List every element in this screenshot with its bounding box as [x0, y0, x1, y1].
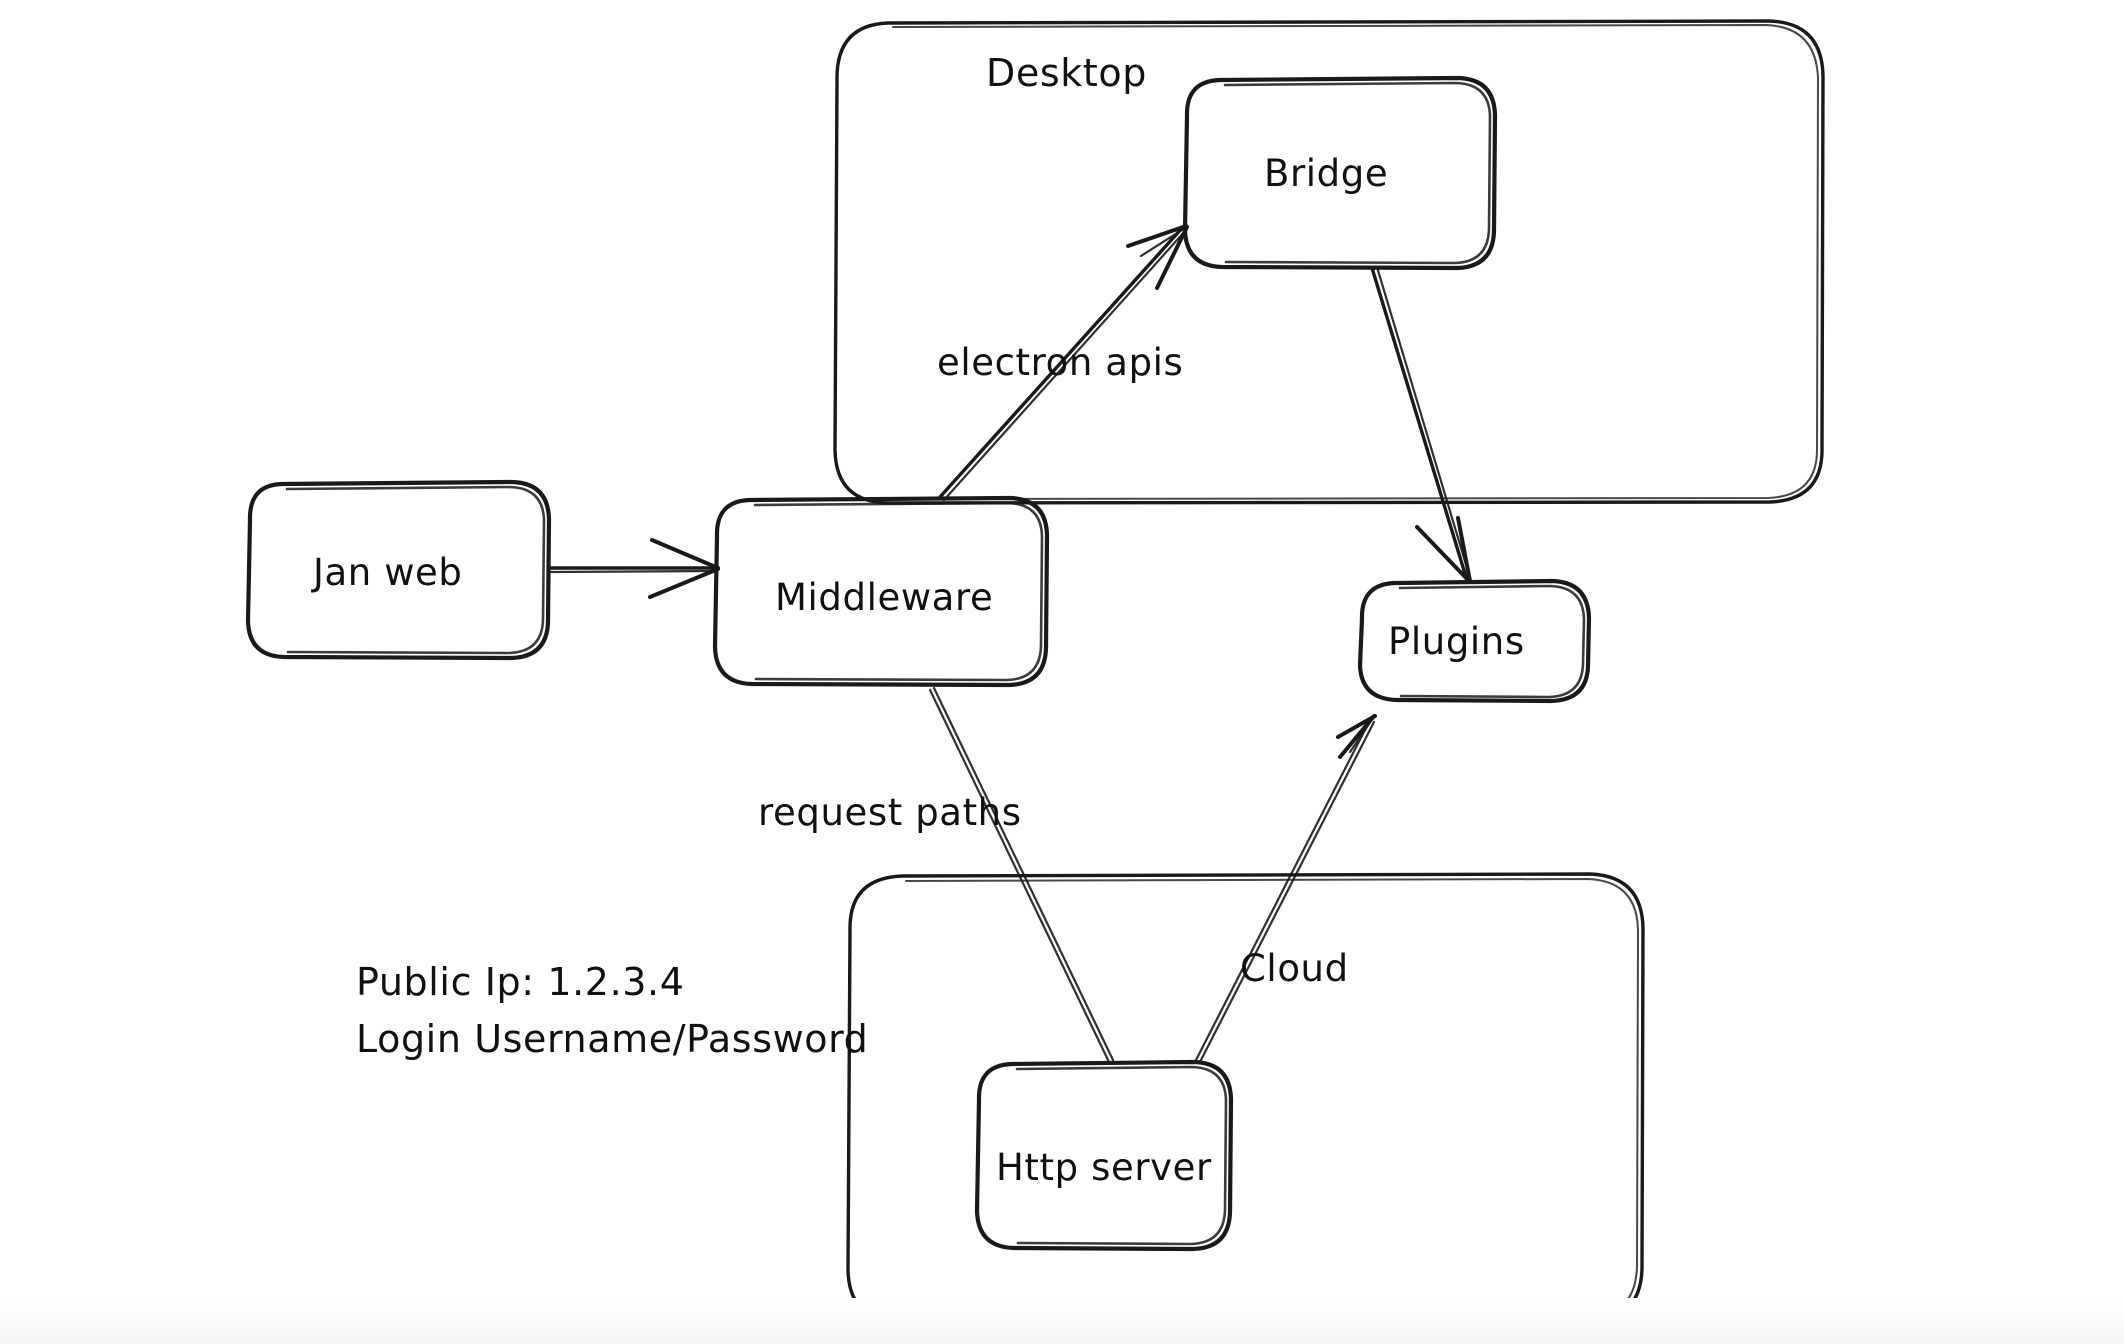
edge-middleware-bridge: electron apis: [937, 224, 1189, 502]
node-middleware[interactable]: Middleware: [712, 495, 1050, 688]
edge-bridge-plugins: [1370, 265, 1472, 583]
edge-middleware-httpserver: request paths: [758, 686, 1115, 1064]
edge-label-electron-apis: electron apis: [937, 341, 1183, 384]
node-label-middleware: Middleware: [775, 576, 993, 619]
container-cloud: [846, 872, 1645, 1325]
notes-block: Public Ip: 1.2.3.4 Login Username/Passwo…: [356, 960, 868, 1061]
edge-label-cloud: Cloud: [1240, 947, 1349, 990]
edge-janweb-middleware: [547, 538, 720, 599]
edge-label-request-paths: request paths: [758, 791, 1022, 834]
container-desktop: Desktop: [833, 19, 1825, 505]
note-public-ip: Public Ip: 1.2.3.4: [356, 960, 685, 1004]
node-label-plugins: Plugins: [1388, 620, 1525, 663]
note-login: Login Username/Password: [356, 1017, 868, 1061]
edge-httpserver-plugins: Cloud: [1194, 714, 1377, 1064]
node-label-bridge: Bridge: [1264, 152, 1388, 195]
container-label-desktop: Desktop: [986, 51, 1147, 95]
node-label-http-server: Http server: [996, 1146, 1212, 1189]
node-plugins[interactable]: Plugins: [1357, 578, 1592, 704]
node-bridge[interactable]: Bridge: [1182, 75, 1498, 271]
node-jan-web[interactable]: Jan web: [245, 479, 552, 661]
node-http-server[interactable]: Http server: [974, 1059, 1234, 1252]
node-label-jan-web: Jan web: [311, 551, 463, 594]
